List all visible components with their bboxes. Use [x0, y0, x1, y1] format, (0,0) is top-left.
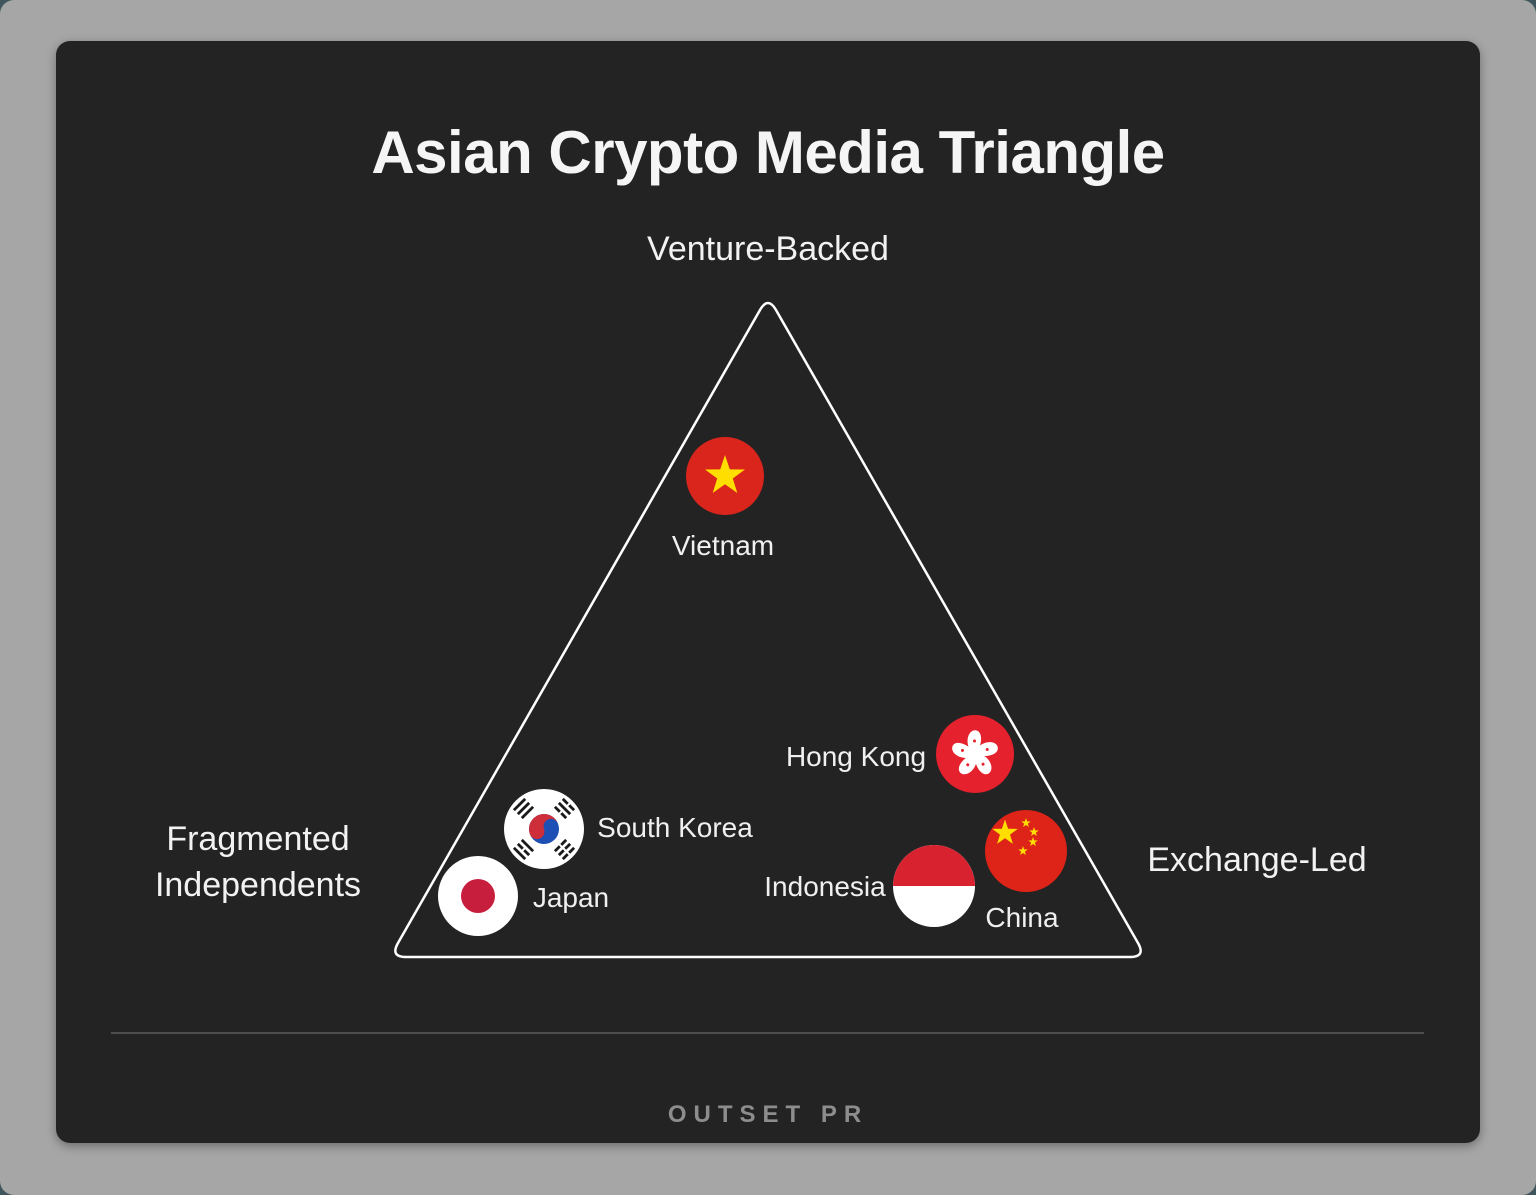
country-label-south-korea: South Korea [597, 812, 753, 843]
country-label-japan: Japan [532, 882, 610, 913]
vertex-label-exchange-led: Exchange-Led [1147, 841, 1367, 879]
slide-card: Asian Crypto Media Triangle Venture-Back… [56, 41, 1480, 1143]
vertex-label-venture-backed: Venture-Backed [647, 230, 889, 268]
japan-flag-icon [438, 856, 518, 936]
south-korea-flag-icon [504, 789, 584, 869]
country-label-indonesia: Indonesia [764, 871, 886, 902]
vertex-label-fragmented-independents: Fragmented Independents [154, 820, 362, 904]
china-flag-icon [985, 810, 1067, 892]
country-label-vietnam: Vietnam [671, 530, 775, 561]
vietnam-flag-icon [686, 437, 764, 515]
country-label-hong-kong: Hong Kong [785, 741, 927, 772]
page-title: Asian Crypto Media Triangle [371, 119, 1165, 186]
indonesia-flag-icon [893, 845, 975, 927]
country-label-china: China [985, 902, 1059, 933]
divider-line [111, 1032, 1424, 1034]
outset-pr-logo: OUTSET PR [667, 1101, 869, 1128]
hong-kong-flag-icon [936, 715, 1014, 793]
triangle-outline [394, 301, 1142, 959]
